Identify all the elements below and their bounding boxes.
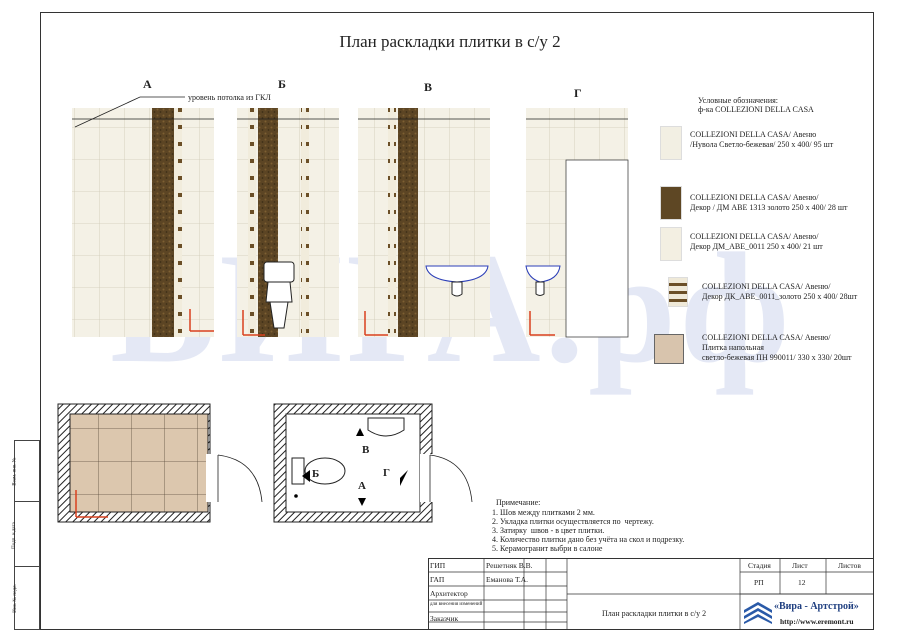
note-line-2: 2. Укладка плитки осуществляется по черт…	[492, 517, 654, 526]
plan-label-g: Г	[383, 467, 390, 479]
tb-sheet-label: Лист	[792, 561, 808, 570]
tb-drawing-title: План раскладки плитки в с/у 2	[602, 609, 707, 618]
legend-item-5-line1: COLLEZIONI DELLA CASA/ Авеню/	[702, 333, 831, 342]
wall-label-b: Б	[278, 77, 286, 91]
note-line-4: 4. Количество плитки дано без учёта на с…	[492, 535, 685, 544]
plan-label-a: А	[358, 480, 366, 492]
stamp-text-2: Подп. и дата	[11, 522, 17, 549]
sink-plan	[367, 417, 405, 437]
legend-item-4-line1: COLLEZIONI DELLA CASA/ Авеню/	[702, 282, 831, 291]
legend-item-2-line1: COLLEZIONI DELLA CASA/ Авеню/	[690, 193, 819, 202]
note-line-5: 5. Керамогранит выбри в салоне	[492, 544, 603, 553]
legend-manufacturer: ф-ка COLLEZIONI DELLA CASA	[698, 105, 814, 114]
elevation-wall-g	[525, 108, 629, 338]
legend-heading: Условные обозначения:	[698, 96, 779, 105]
title-block: ГИП Решетняк В.В. ГАП Еманова Т.А. Архит…	[428, 558, 874, 630]
plan-label-v: В	[362, 444, 370, 456]
stamp-text-1: Взам. инв. №	[12, 457, 18, 486]
elevation-wall-b	[237, 108, 339, 337]
notes-heading: Примечание:	[496, 498, 541, 507]
view-arrow-a	[358, 498, 366, 506]
ceiling-level-note: уровень потолка из ГКЛ	[188, 93, 271, 102]
elevation-wall-a	[72, 108, 214, 337]
wall-label-g: Г	[574, 86, 582, 100]
view-arrow-v	[356, 428, 364, 436]
elevation-wall-v	[358, 108, 490, 337]
wall-label-v: В	[424, 80, 433, 94]
note-line-1: 1. Шов между плитками 2 мм.	[492, 508, 595, 517]
stamp-text-3: Инв. № подл.	[12, 584, 18, 613]
note-line-3: 3. Затирку швов - в цвет плитки.	[492, 526, 605, 535]
view-arrow-g	[400, 470, 408, 486]
toilet-plan	[291, 457, 346, 485]
tb-gip-label: ГИП	[430, 561, 446, 570]
tb-website[interactable]: http://www.eremont.ru	[780, 617, 854, 626]
tb-architect-label: Архитектор	[430, 589, 468, 598]
side-stamp: Взам. инв. № Подп. и дата Инв. № подл.	[11, 440, 40, 630]
toilet-elevation	[263, 261, 295, 329]
plan-label-b: Б	[312, 468, 320, 480]
floor-plan-tiles	[57, 403, 263, 523]
tb-customer-label: Заказчик	[430, 614, 459, 623]
legend-swatch-2	[660, 186, 682, 220]
tb-company: «Вира - Артстрой»	[774, 601, 859, 612]
legend-item-3-line2: Декор ДМ_ABE_0011 250 х 400/ 21 шт	[690, 242, 823, 251]
legend-item-5-line3: светло-бежевая ПН 990011/ 330 х 330/ 20ш…	[702, 353, 852, 362]
legend-item-4-line2: Декор ДК_ABE_0011_золото 250 х 400/ 28шт	[702, 292, 858, 301]
legend-item-5-line2: Плитка напольная	[702, 343, 764, 352]
legend-item-1-line2: /Нувола Светло-бежевая/ 250 х 400/ 95 шт	[690, 140, 834, 149]
legend-swatch-3	[660, 227, 682, 261]
tb-changes-label: для внесения изменений	[430, 602, 483, 607]
legend-swatch-5	[654, 334, 684, 364]
legend-swatch-4	[668, 277, 688, 307]
tb-gap-name: Еманова Т.А.	[486, 575, 529, 584]
company-logo-icon	[744, 602, 772, 624]
floor-plan-layout	[273, 403, 473, 523]
wall-label-a: А	[143, 77, 152, 91]
page-title: План раскладки плитки в с/у 2	[339, 32, 561, 51]
legend-item-3-line1: COLLEZIONI DELLA CASA/ Авеню/	[690, 232, 819, 241]
tb-gap-label: ГАП	[430, 575, 445, 584]
tb-sheet-value: 12	[798, 578, 806, 587]
legend-item-1-line1: COLLEZIONI DELLA CASA/ Авеню	[690, 130, 817, 139]
tb-gip-name: Решетняк В.В.	[486, 561, 533, 570]
legend-swatch-1	[660, 126, 682, 160]
tb-stage-label: Стадия	[748, 561, 771, 570]
tb-sheets-label: Листов	[838, 561, 861, 570]
view-arrow-b	[302, 470, 310, 482]
tb-stage-value: РП	[754, 578, 764, 587]
legend-item-2-line2: Декор / ДМ ABE 1313 золото 250 х 400/ 28…	[690, 203, 848, 212]
sink-elevation	[425, 265, 489, 297]
